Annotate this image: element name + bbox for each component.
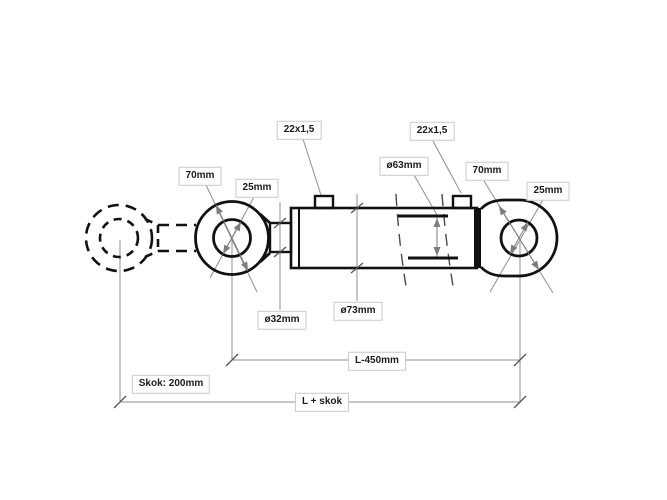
break-line-right — [441, 193, 455, 293]
left-eye-outer-circle — [194, 200, 270, 276]
leader-arrows — [215, 204, 540, 272]
break-line-left — [395, 193, 408, 293]
hydraulic-port-right — [451, 194, 473, 210]
rod-eye-right — [479, 198, 559, 278]
label-closed-length: L-450mm — [348, 351, 406, 371]
hydraulic-port-left — [313, 194, 335, 210]
dimension-ticks — [113, 202, 527, 409]
right-eye-outline — [479, 198, 559, 278]
leader-thread-left — [302, 138, 322, 196]
label-barrel-diameter: ø73mm — [333, 301, 383, 321]
phantom-eye-outer-circle — [84, 203, 154, 273]
label-extended-length: L + skok — [294, 392, 350, 412]
label-eye-width-right: 70mm — [465, 161, 509, 181]
label-rod-diameter: ø32mm — [257, 310, 307, 330]
piston-hidden-detail — [395, 193, 458, 293]
head-end-plate — [474, 208, 481, 268]
label-thread-port-left: 22x1,5 — [276, 120, 322, 140]
label-pin-bore-right: 25mm — [526, 181, 570, 201]
phantom-extended-rod-eye — [84, 203, 196, 273]
leader-thread-right — [432, 140, 462, 194]
label-thread-port-right: 22x1,5 — [409, 121, 455, 141]
label-piston-diameter: ø63mm — [379, 156, 429, 176]
left-eye-bore-circle — [212, 218, 252, 258]
right-eye-bore-circle — [499, 218, 539, 258]
phantom-eye-bore-circle — [98, 217, 140, 259]
label-eye-width-left: 70mm — [178, 166, 222, 186]
cylinder-barrel — [289, 194, 481, 270]
label-pin-bore-left: 25mm — [235, 178, 279, 198]
label-stroke-length: Skok: 200mm — [131, 374, 211, 394]
